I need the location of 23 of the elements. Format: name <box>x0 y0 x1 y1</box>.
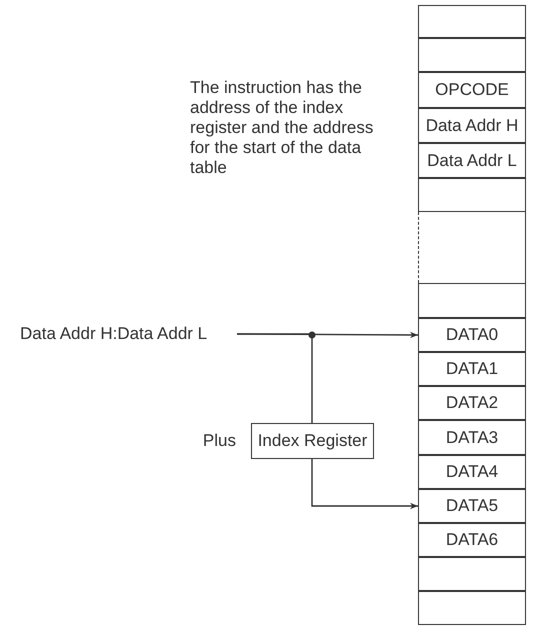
memory-gap <box>418 212 526 283</box>
empty-memory-cell <box>418 178 526 212</box>
operator-label: Plus <box>202 431 236 451</box>
memory-cell: Data Addr H <box>418 108 526 143</box>
empty-memory-cell <box>418 557 526 591</box>
note-text: The instruction has the address of the index register and the address for the start of the data table <box>190 78 374 178</box>
memory-cell: DATA6 <box>418 523 526 557</box>
register-box: Index Register <box>251 423 374 459</box>
connector-line <box>237 333 313 423</box>
empty-memory-cell <box>418 591 526 625</box>
memory-cell: DATA4 <box>418 455 526 489</box>
empty-memory-cell <box>418 38 526 72</box>
address-text: Data Addr H:Data Addr L <box>20 322 232 346</box>
memory-cell: DATA3 <box>418 420 526 455</box>
memory-cell: DATA0 <box>418 318 526 352</box>
empty-memory-cell <box>418 5 526 38</box>
memory-cell: Data Addr L <box>418 143 526 178</box>
arrow <box>311 459 418 510</box>
empty-memory-cell <box>418 283 526 318</box>
memory-cell: DATA5 <box>418 489 526 523</box>
memory-cell: OPCODE <box>418 72 526 108</box>
memory-cell: DATA1 <box>418 352 526 386</box>
memory-cell: DATA2 <box>418 386 526 420</box>
